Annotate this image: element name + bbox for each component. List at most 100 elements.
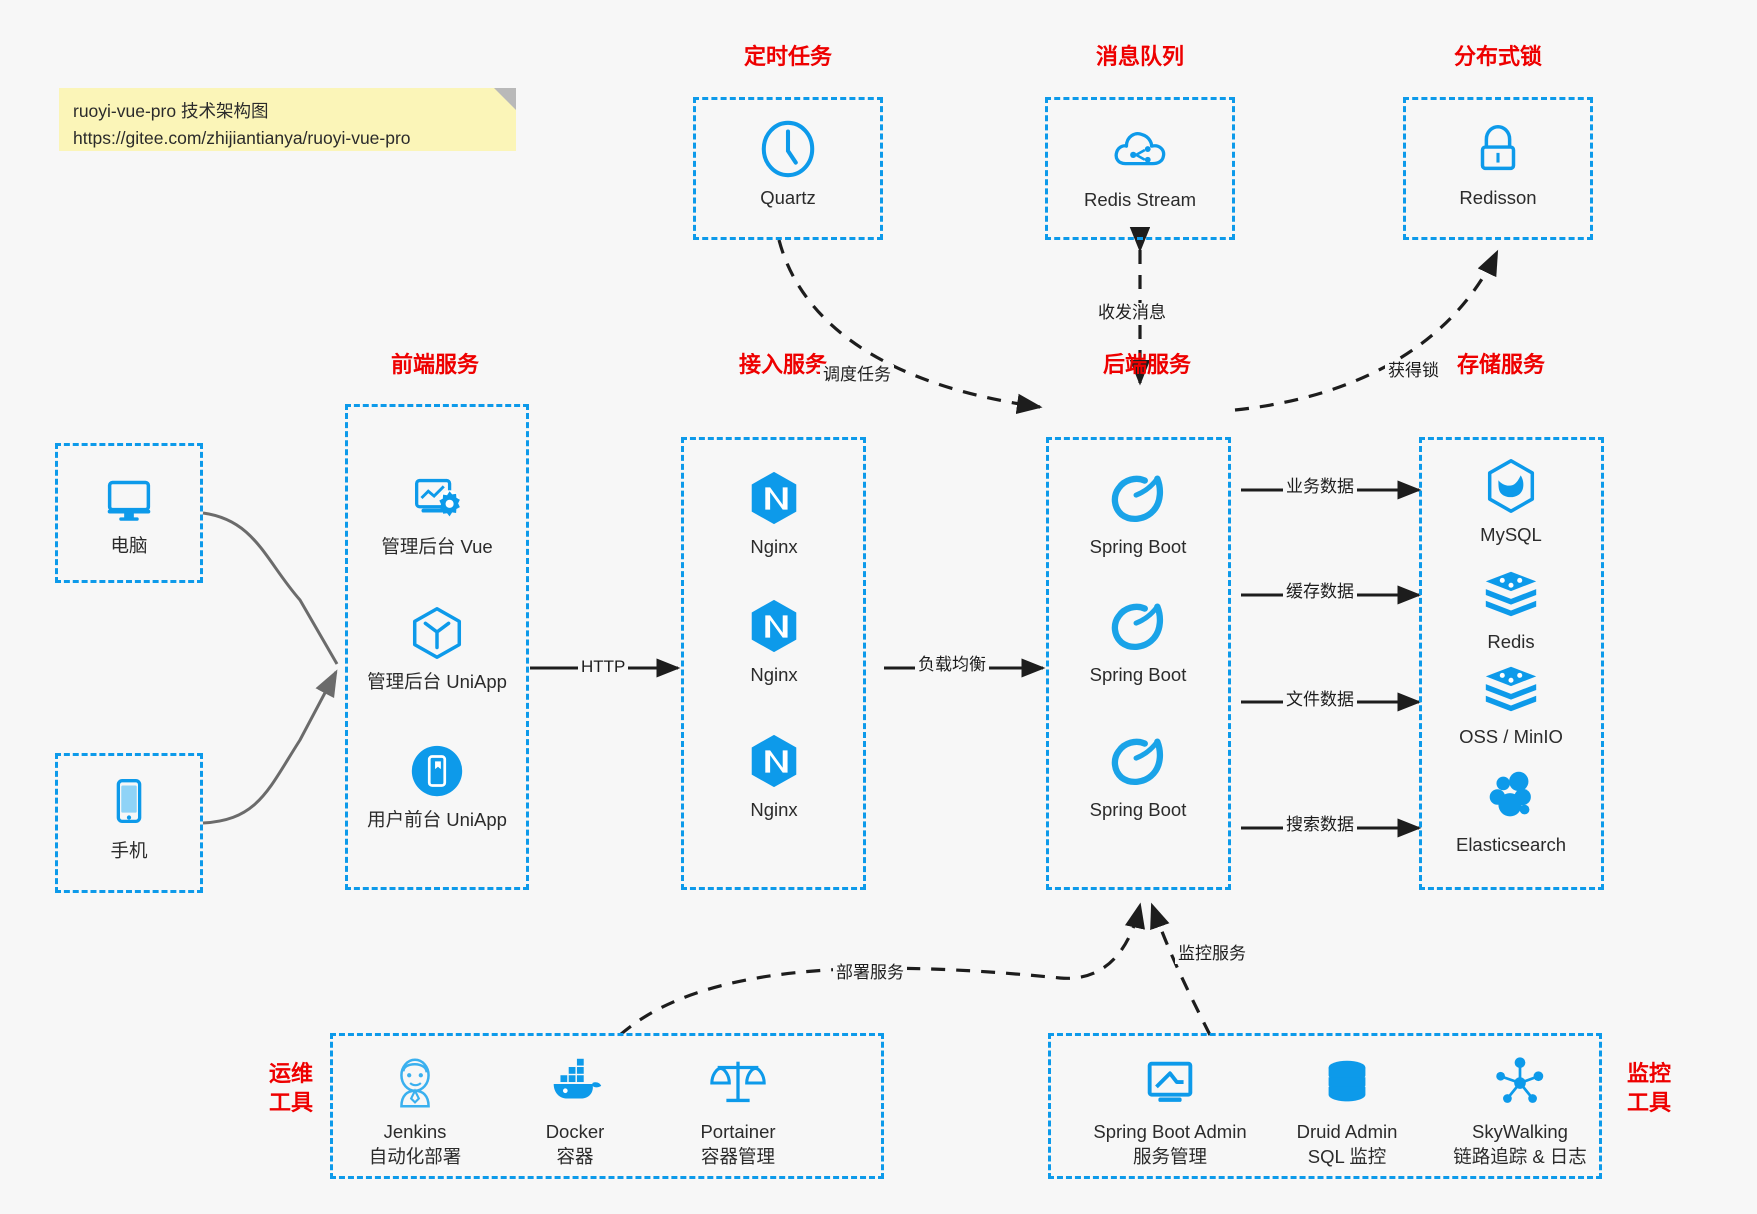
docker-whale-icon [553,1058,602,1099]
node-oss-minio[interactable]: OSS / MinIO [1436,657,1586,750]
node-label: Nginx [750,799,798,820]
mysql-dolphin-icon [1487,459,1535,513]
nginx-icon [751,734,797,788]
group-title-monitor: 监控 工具 [1613,1060,1685,1117]
edge-label-monitor-service: 监控服务 [1175,944,1249,965]
node-docker[interactable]: Docker 容器 [500,1052,650,1170]
node-jenkins[interactable]: Jenkins 自动化部署 [340,1052,490,1170]
edge-label-search-data: 搜索数据 [1283,815,1357,836]
group-title-frontend: 前端服务 [390,352,479,377]
node-admin-uniapp[interactable]: 管理后台 UniApp [362,602,512,695]
node-label: Spring Boot [1089,536,1187,557]
node-label: Jenkins [383,1121,447,1142]
node-label: Druid Admin [1296,1121,1398,1142]
edge-label-http: HTTP [578,657,629,678]
group-title-monitor-line1: 监控 [1626,1061,1671,1086]
desktop-monitor-icon [107,480,151,521]
node-label: 管理后台 Vue [381,536,493,557]
mobile-phone-icon [116,779,142,824]
group-title-gateway: 接入服务 [738,352,827,377]
node-label: 电脑 [110,535,148,556]
node-label: 手机 [110,840,148,861]
node-label: Redis [1487,631,1535,652]
edge-label-send-receive-message: 收发消息 [1095,303,1169,324]
node-elasticsearch[interactable]: Elasticsearch [1436,765,1586,858]
group-box-scheduler [693,97,883,240]
node-sublabel: 服务管理 [1132,1145,1207,1167]
redis-stack-icon [1485,571,1537,617]
skywalking-node-icon [1496,1057,1544,1103]
node-label: Nginx [750,664,798,685]
note-fold-corner [494,88,516,110]
group-title-scheduler: 定时任务 [743,44,832,69]
node-label: OSS / MinIO [1459,726,1563,747]
edge-label-acquire-lock: 获得锁 [1385,361,1442,382]
node-spring-boot-3[interactable]: Spring Boot [1063,730,1213,823]
node-redisson[interactable]: Redisson [1423,118,1573,211]
group-title-mq: 消息队列 [1095,44,1184,69]
node-nginx-1[interactable]: Nginx [699,467,849,560]
node-sublabel: 容器 [556,1145,594,1167]
node-label: Portainer [700,1121,776,1142]
edge-label-schedule-task: 调度任务 [820,365,894,386]
node-skywalking[interactable]: SkyWalking 链路追踪 & 日志 [1430,1052,1610,1170]
jenkins-butler-icon [400,1058,430,1108]
edge-label-business-data: 业务数据 [1283,477,1357,498]
scales-balance-icon [710,1061,766,1103]
node-sublabel: 链路追踪 & 日志 [1453,1145,1587,1167]
note-url: https://gitee.com/zhijiantianya/ruoyi-vu… [73,128,411,149]
group-title-devops-line1: 运维 [268,1061,313,1086]
database-stack-icon [1328,1060,1366,1102]
group-box-devops [330,1033,884,1179]
node-label: Spring Boot Admin [1093,1121,1247,1142]
node-label: Redisson [1459,187,1537,208]
node-label: 管理后台 UniApp [367,671,507,692]
node-portainer[interactable]: Portainer 容器管理 [663,1052,813,1170]
group-title-devops-line2: 工具 [268,1089,313,1115]
node-redis-stream[interactable]: Redis Stream [1065,120,1215,213]
nginx-icon [751,471,797,525]
node-sublabel: 容器管理 [700,1145,775,1167]
hexagon-cube-icon [412,607,462,659]
node-sublabel: SQL 监控 [1307,1145,1387,1167]
node-label: Quartz [760,187,816,208]
group-title-monitor-line2: 工具 [1626,1089,1671,1115]
node-spring-boot-1[interactable]: Spring Boot [1063,467,1213,560]
node-admin-vue[interactable]: 管理后台 Vue [362,467,512,560]
node-label: 用户前台 UniApp [367,809,507,830]
spring-leaf-icon [1111,738,1164,785]
node-user-uniapp[interactable]: 用户前台 UniApp [362,740,512,833]
group-box-client-mobile [55,753,203,893]
node-mobile[interactable]: 手机 [54,771,204,864]
group-box-lock [1403,97,1593,240]
node-druid-admin[interactable]: Druid Admin SQL 监控 [1262,1052,1432,1170]
node-label: SkyWalking [1472,1121,1568,1142]
nginx-icon [751,599,797,653]
node-desktop[interactable]: 电脑 [54,466,204,559]
cloud-stream-icon [1114,132,1166,166]
group-box-frontend [345,404,529,890]
group-box-gateway [681,437,866,890]
object-storage-icon [1485,666,1537,712]
group-box-storage [1419,437,1604,890]
edge-label-file-data: 文件数据 [1283,690,1357,711]
node-mysql[interactable]: MySQL [1436,455,1586,548]
node-nginx-3[interactable]: Nginx [699,730,849,823]
node-quartz[interactable]: Quartz [713,118,863,211]
edge-label-cache-data: 缓存数据 [1283,582,1357,603]
monitor-chart-icon [1147,1061,1193,1102]
node-label: Docker [545,1121,605,1142]
node-nginx-2[interactable]: Nginx [699,595,849,688]
edge-label-deploy-service: 部署服务 [833,963,907,984]
sticky-note: ruoyi-vue-pro 技术架构图 https://gitee.com/zh… [59,88,516,151]
spring-leaf-icon [1111,475,1164,522]
group-box-monitor [1048,1033,1602,1179]
node-label: Spring Boot [1089,664,1187,685]
node-redis[interactable]: Redis [1436,562,1586,655]
node-spring-boot-admin[interactable]: Spring Boot Admin 服务管理 [1075,1052,1265,1170]
group-box-client-desktop [55,443,203,583]
node-label: MySQL [1480,524,1542,545]
node-label: Nginx [750,536,798,557]
node-label: Spring Boot [1089,799,1187,820]
node-spring-boot-2[interactable]: Spring Boot [1063,595,1213,688]
